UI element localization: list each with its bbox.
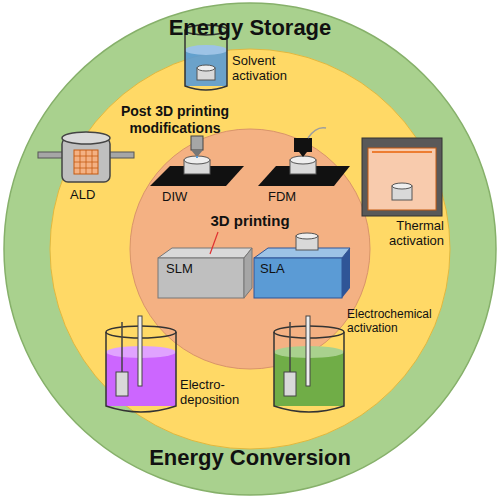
region-heading: 3D printing bbox=[130, 212, 370, 230]
printer-label: DIW bbox=[162, 190, 202, 205]
printer-label: ALD bbox=[70, 188, 110, 203]
printer-label: FDM bbox=[268, 190, 308, 205]
middle-ring bbox=[50, 49, 450, 449]
middle-ring-node: Post 3D printing modifications 3D printin… bbox=[50, 49, 450, 449]
sla-printer bbox=[254, 233, 350, 298]
process-label: Thermal activation bbox=[360, 219, 444, 249]
diw-printer bbox=[150, 136, 244, 186]
process-label: Solvent activation bbox=[232, 54, 314, 84]
process-label: Electrochemical activation bbox=[347, 308, 443, 336]
slm-printer bbox=[158, 232, 252, 298]
electrochemical-cell bbox=[274, 316, 344, 412]
region-heading: Post 3D printing modifications bbox=[100, 103, 250, 137]
oven bbox=[362, 138, 442, 216]
ring-heading: Energy Conversion bbox=[3, 445, 497, 471]
printer-label: SLM bbox=[166, 262, 206, 277]
inner-circle-node: 3D printing bbox=[130, 129, 370, 369]
ald-chamber bbox=[38, 132, 134, 182]
ring-heading: Energy Storage bbox=[3, 15, 497, 41]
printer-label: SLA bbox=[260, 262, 300, 277]
process-label: Electro- deposition bbox=[180, 378, 256, 408]
fdm-printer bbox=[258, 128, 350, 186]
inner-circle bbox=[130, 129, 370, 369]
electrodeposition-cell bbox=[106, 316, 176, 412]
outer-ring bbox=[4, 3, 496, 495]
